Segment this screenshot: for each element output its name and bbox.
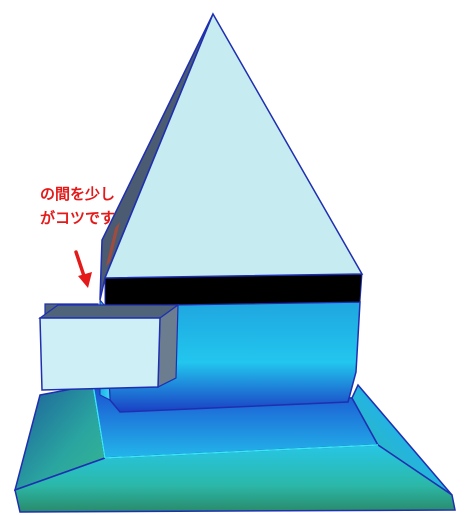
base-edge-left [92,384,106,459]
attached-box [38,303,180,391]
pyramid-left-face-highlight [106,222,120,266]
box-front-face [39,317,161,391]
arrow-down-icon [74,250,92,288]
annotation-line-1: の間を少し [39,185,115,203]
annotation-text: の間を少し がコツです [0,182,115,230]
annotation-line-2: がコツです [39,209,115,227]
box-side-face [157,303,179,388]
base-edge-front [104,444,379,459]
box-top-face [38,304,180,319]
pyramid-front-face [103,12,364,279]
black-band [104,273,363,307]
